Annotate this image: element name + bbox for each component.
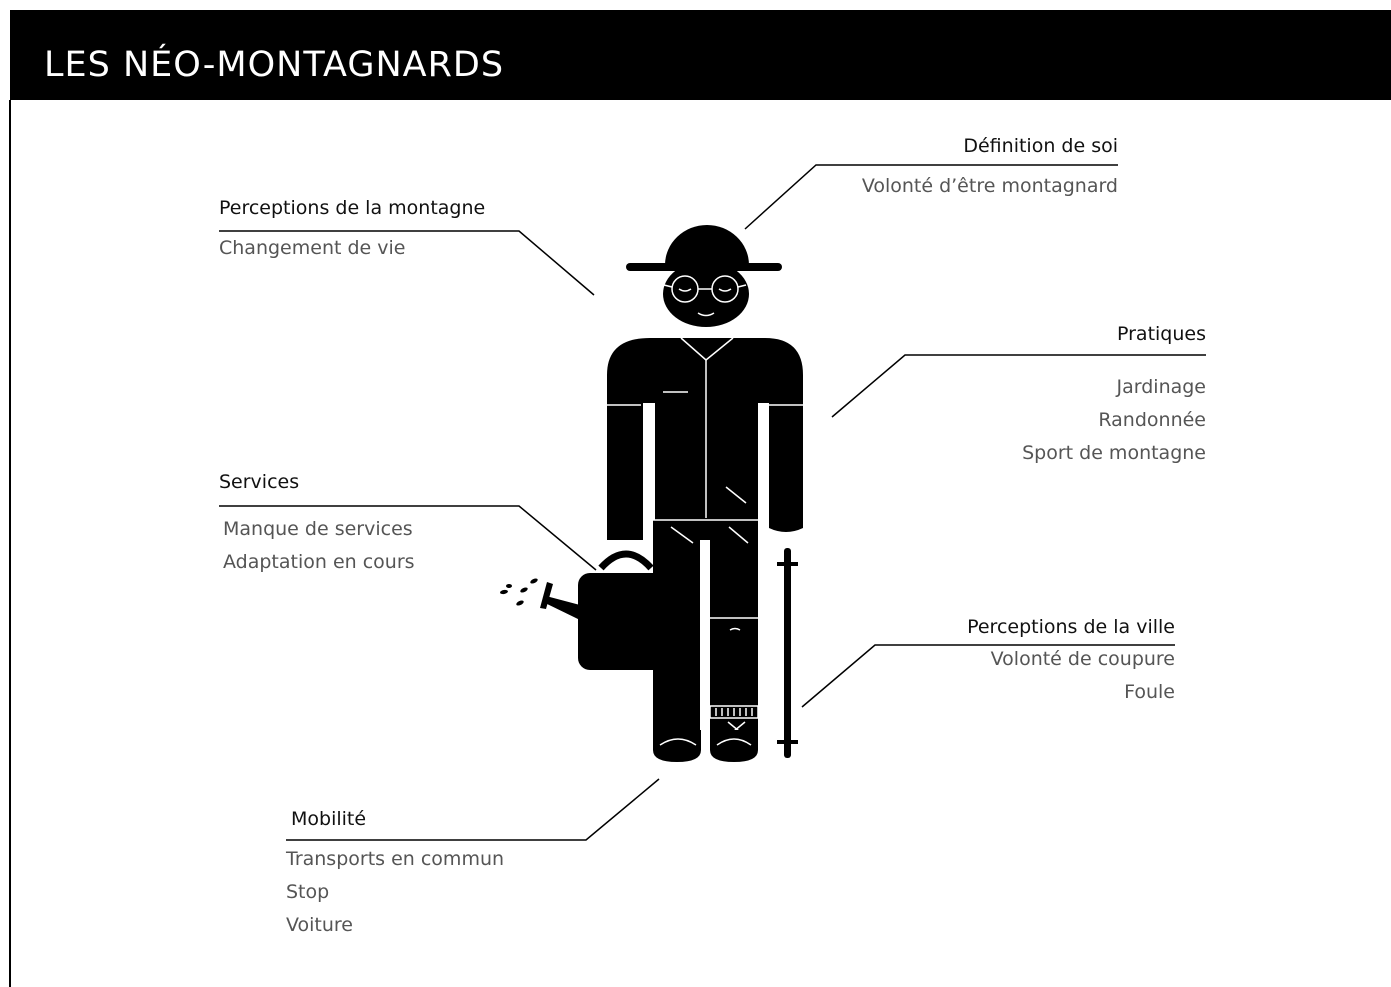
callout-heading: Services bbox=[219, 471, 300, 493]
head-icon bbox=[663, 261, 749, 327]
torso-icon bbox=[607, 337, 803, 540]
shoes-icon bbox=[653, 730, 758, 762]
callout-heading: Pratiques bbox=[1117, 323, 1206, 345]
callout-item: Manque de services bbox=[223, 518, 413, 540]
leader-line-services bbox=[219, 505, 597, 571]
leader-line-perceptions-ville bbox=[801, 644, 1175, 708]
callout-item: Volonté d’être montagnard bbox=[861, 175, 1118, 197]
page-title: LES NÉO-MONTAGNARDS bbox=[44, 45, 505, 85]
callout-item: Adaptation en cours bbox=[223, 551, 415, 573]
callout-heading: Perceptions de la ville bbox=[967, 616, 1175, 638]
frame-border bbox=[9, 100, 11, 987]
callout-item: Voiture bbox=[286, 914, 354, 936]
callout-item: Randonnée bbox=[1098, 409, 1206, 431]
callout-item: Foule bbox=[1124, 681, 1175, 703]
callout-perceptions-ville: Perceptions de la ville Volonté de coupu… bbox=[967, 614, 1175, 709]
callout-pratiques: Pratiques Jardinage Randonnée Sport de m… bbox=[1022, 321, 1206, 470]
callout-item: Changement de vie bbox=[219, 237, 406, 259]
callout-heading: Perceptions de la montagne bbox=[219, 197, 486, 219]
walking-stick-icon bbox=[777, 548, 798, 758]
callout-perceptions-montagne: Perceptions de la montagne Changement de… bbox=[219, 195, 485, 265]
callout-item: Sport de montagne bbox=[1022, 442, 1206, 464]
watering-can-icon bbox=[500, 550, 677, 670]
callout-heading: Mobilité bbox=[291, 808, 367, 830]
callout-item: Transports en commun bbox=[286, 848, 505, 870]
callout-definition-de-soi: Définition de soi Volonté d’être montagn… bbox=[862, 133, 1118, 203]
callout-heading: Définition de soi bbox=[963, 135, 1118, 157]
hat-icon bbox=[626, 225, 782, 271]
callout-mobilite: Mobilité Transports en commun Stop Voitu… bbox=[286, 806, 504, 942]
leader-line-mobilite bbox=[286, 778, 660, 841]
glasses-icon bbox=[663, 275, 747, 317]
legs-icon bbox=[653, 519, 759, 740]
callout-item: Stop bbox=[286, 881, 330, 903]
callout-item: Jardinage bbox=[1116, 376, 1207, 398]
callout-item: Volonté de coupure bbox=[990, 648, 1175, 670]
title-bar bbox=[10, 10, 1391, 100]
leader-line-pratiques bbox=[831, 354, 1206, 418]
leader-line-perceptions-montagne bbox=[219, 230, 595, 296]
hands-icon bbox=[607, 512, 803, 539]
callout-services: Services Manque de services Adaptation e… bbox=[219, 469, 415, 579]
leader-line-definition bbox=[744, 164, 1118, 230]
